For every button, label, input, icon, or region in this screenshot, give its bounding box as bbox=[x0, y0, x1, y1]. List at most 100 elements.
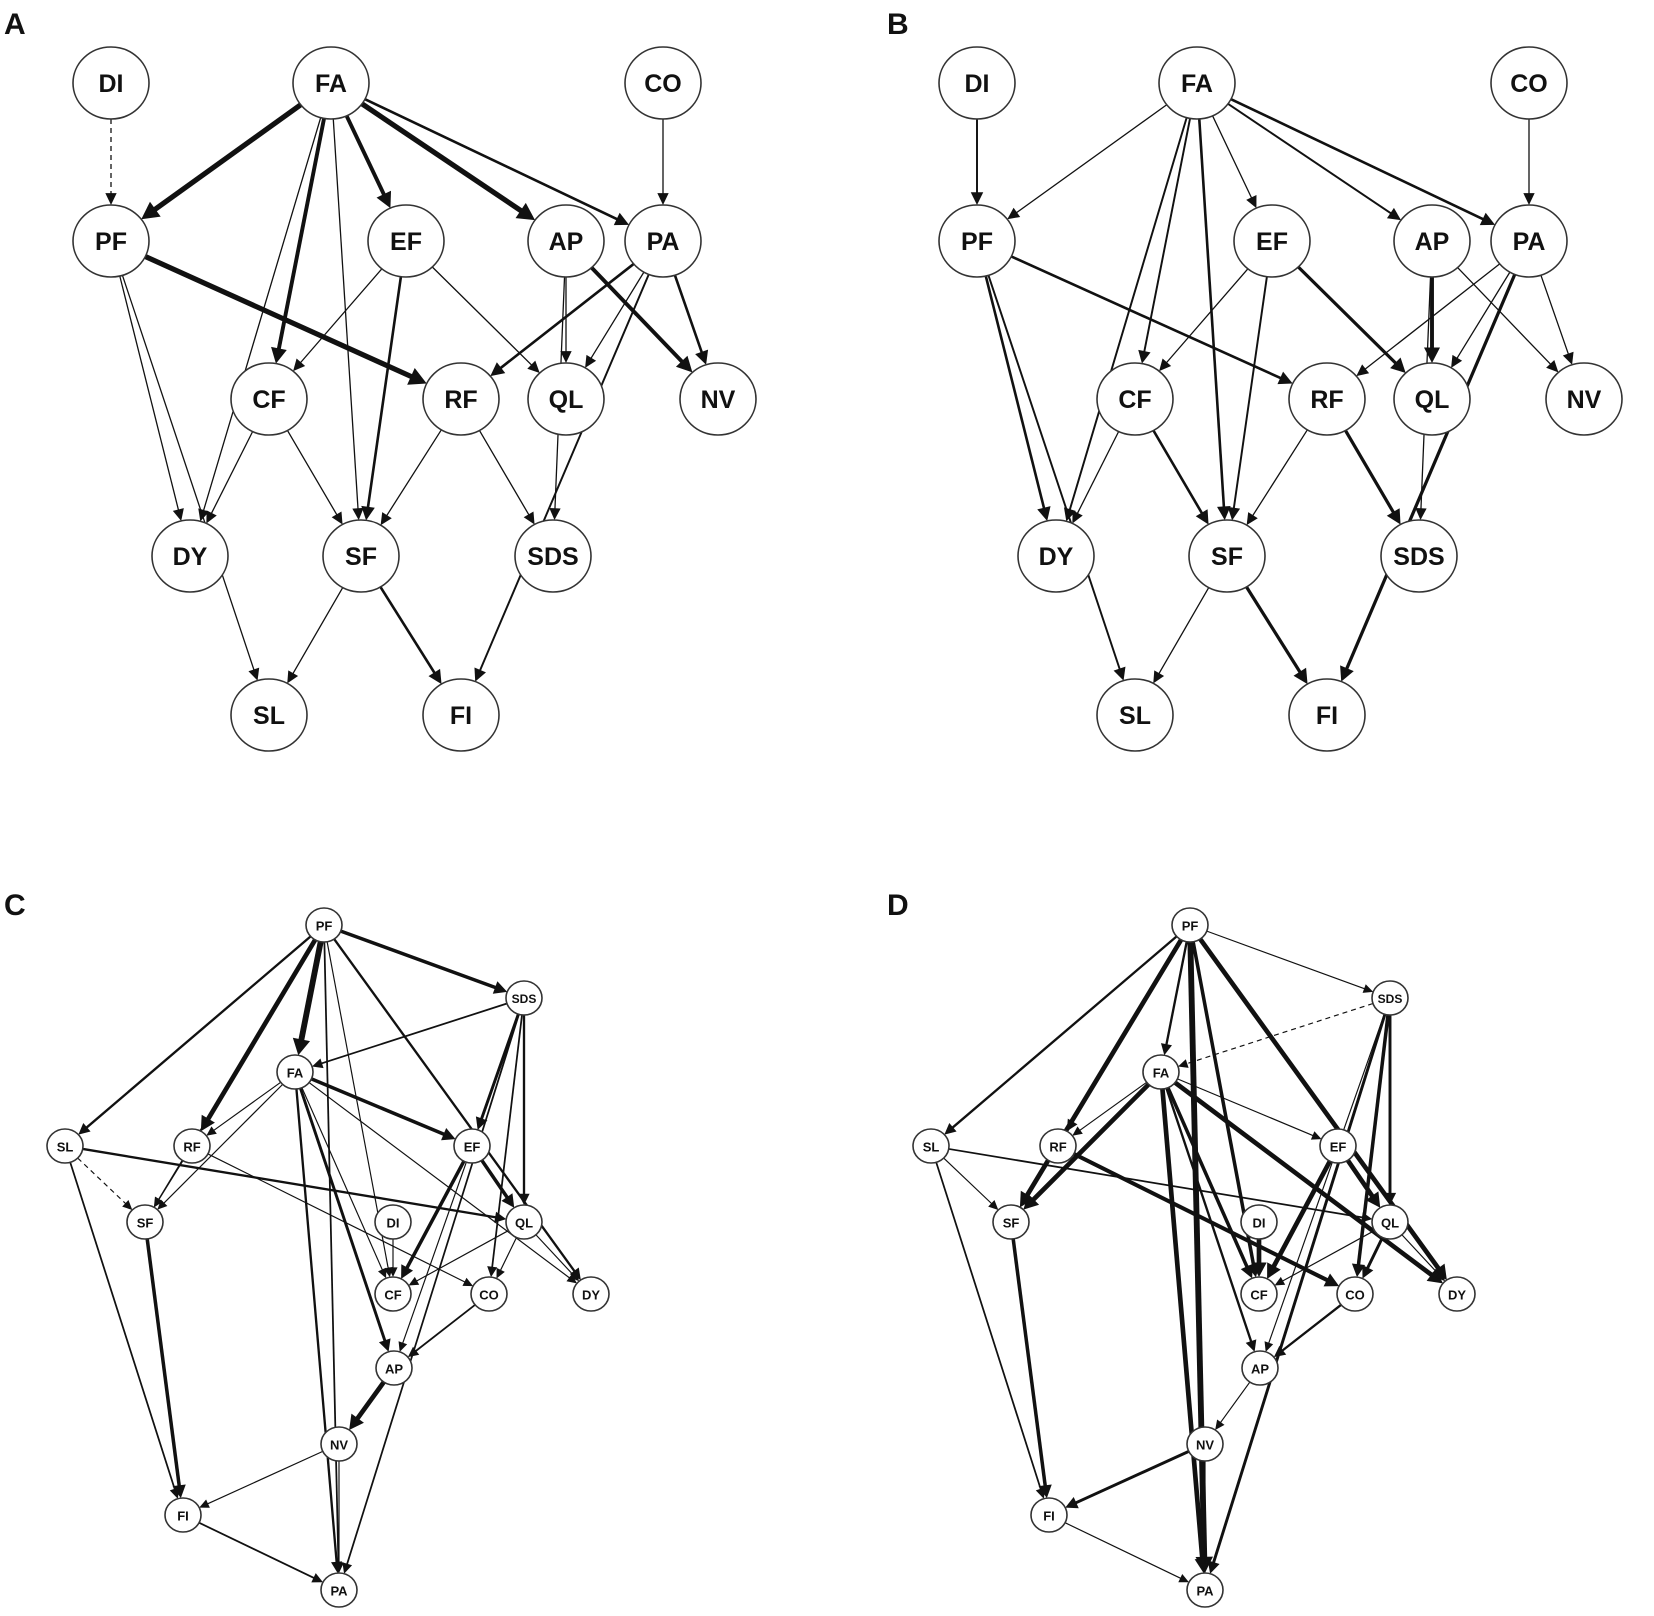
node-circle bbox=[1158, 46, 1236, 120]
node-pa: PA bbox=[624, 204, 702, 278]
node-label: FA bbox=[287, 1066, 304, 1081]
edge-ef-to-sf bbox=[1232, 276, 1268, 509]
node-label: NV bbox=[1196, 1438, 1214, 1453]
node-label: FA bbox=[1153, 1066, 1170, 1081]
node-fa: FA bbox=[292, 46, 370, 120]
node-label: FI bbox=[450, 702, 472, 730]
node-circle bbox=[624, 46, 702, 120]
edge-fa-to-dy bbox=[1068, 117, 1188, 511]
node-circle bbox=[1142, 1054, 1180, 1090]
edge-fa-to-cf bbox=[1143, 118, 1192, 353]
node-label: AP bbox=[1251, 1362, 1269, 1377]
edge-fa-to-dy bbox=[308, 1082, 571, 1279]
node-circle bbox=[1030, 1497, 1068, 1533]
edge-fa-to-pa bbox=[295, 1088, 338, 1563]
arrowhead-sl-to-sf bbox=[122, 1200, 133, 1210]
node-sf: SF bbox=[992, 1204, 1030, 1240]
node-rf: RF bbox=[1039, 1128, 1077, 1164]
node-label: AP bbox=[549, 228, 584, 256]
node-circle bbox=[164, 1497, 202, 1533]
arrowhead-rf-to-sf bbox=[1246, 512, 1258, 526]
edge-fa-to-sf bbox=[332, 118, 359, 510]
arrowhead-sds-to-fa bbox=[1178, 1059, 1189, 1068]
node-circle bbox=[1039, 1128, 1077, 1164]
node-sds: SDS bbox=[1380, 519, 1458, 593]
edge-ap-to-nv bbox=[355, 1380, 386, 1421]
edge-sf-to-fi bbox=[1245, 586, 1302, 674]
node-circle bbox=[679, 362, 757, 436]
arrowhead-fi-to-pa bbox=[311, 1573, 323, 1583]
node-circle bbox=[422, 362, 500, 436]
node-circle bbox=[276, 1054, 314, 1090]
edge-fa-to-rf bbox=[1078, 1081, 1148, 1132]
arrowhead-pf-to-dy bbox=[172, 508, 184, 521]
edge-ef-to-cf bbox=[1271, 1160, 1332, 1268]
arrowhead-sf-to-fi bbox=[428, 668, 442, 685]
node-pf: PF bbox=[938, 204, 1016, 278]
arrowhead-fa-to-ef bbox=[1310, 1131, 1322, 1140]
node-label: NV bbox=[1567, 386, 1602, 414]
node-ef: EF bbox=[1319, 1128, 1357, 1164]
node-circle bbox=[230, 678, 308, 752]
node-label: SL bbox=[253, 702, 285, 730]
edge-fi-to-pa bbox=[1064, 1522, 1182, 1580]
arrowhead-ef-to-ql bbox=[527, 360, 540, 374]
node-co: CO bbox=[1490, 46, 1568, 120]
node-label: CF bbox=[252, 386, 285, 414]
arrowhead-pf-to-rf bbox=[200, 1114, 215, 1132]
arrowhead-ef-to-sf bbox=[361, 505, 375, 521]
node-pf: PF bbox=[305, 907, 343, 943]
edge-sf-to-fi bbox=[379, 586, 436, 675]
edge-fi-to-pa bbox=[198, 1521, 315, 1579]
node-label: AP bbox=[385, 1362, 403, 1377]
panel-letter-b: B bbox=[887, 8, 909, 41]
edge-sf-to-fi bbox=[1011, 1238, 1048, 1487]
edge-ap-to-nv bbox=[1219, 1381, 1251, 1424]
node-circle bbox=[305, 907, 343, 943]
node-fi: FI bbox=[1030, 1497, 1068, 1533]
arrowhead-fa-to-pa bbox=[1479, 212, 1496, 226]
node-label: FA bbox=[1181, 70, 1213, 98]
edge-pa-to-fi bbox=[478, 273, 650, 672]
arrowhead-ef-to-cf bbox=[401, 1264, 414, 1279]
edge-rf-to-sds bbox=[478, 430, 530, 516]
node-ql: QL bbox=[505, 1204, 543, 1240]
arrowhead-pa-to-ql bbox=[585, 354, 597, 368]
node-circle bbox=[1380, 519, 1458, 593]
node-label: SDS bbox=[1393, 543, 1444, 571]
node-ql: QL bbox=[527, 362, 605, 436]
edge-fa-to-cf bbox=[1166, 1086, 1249, 1269]
node-fa: FA bbox=[1158, 46, 1236, 120]
edge-ef-to-ql bbox=[1345, 1158, 1375, 1198]
edge-pf-to-fa bbox=[1165, 941, 1188, 1046]
arrowhead-sds-to-pa bbox=[1207, 1560, 1220, 1574]
arrowhead-pf-to-fa bbox=[1160, 1043, 1172, 1056]
arrowhead-pa-to-fi bbox=[474, 667, 486, 682]
node-label: CF bbox=[1250, 1288, 1267, 1303]
arrowhead-sds-to-pa bbox=[342, 1562, 353, 1574]
edge-fa-to-cf bbox=[276, 118, 326, 350]
arrowhead-pf-to-sl bbox=[1113, 666, 1126, 681]
node-sl: SL bbox=[230, 678, 308, 752]
node-ef: EF bbox=[367, 204, 445, 278]
arrowhead-ap-to-sds bbox=[1415, 507, 1427, 521]
node-circle bbox=[1171, 907, 1209, 943]
panel-letter-c: C bbox=[4, 889, 26, 922]
arrowhead-di-to-pf bbox=[970, 192, 984, 205]
arrowhead-rf-to-sds bbox=[1386, 508, 1401, 525]
arrowhead-nv-to-pa bbox=[334, 1563, 344, 1573]
edge-sds-to-pa bbox=[1212, 1013, 1387, 1564]
node-sf: SF bbox=[1188, 519, 1266, 593]
node-circle bbox=[126, 1204, 164, 1240]
arrowhead-cf-to-dy bbox=[206, 510, 217, 524]
arrowhead-fa-to-sf bbox=[352, 507, 364, 521]
node-circle bbox=[1186, 1572, 1224, 1608]
node-circle bbox=[527, 204, 605, 278]
arrowhead-sds-to-ap bbox=[398, 1341, 408, 1352]
node-fi: FI bbox=[1288, 678, 1366, 752]
arrowhead-sds-to-ap bbox=[1264, 1341, 1274, 1352]
edge-ql-to-co bbox=[1366, 1236, 1384, 1270]
